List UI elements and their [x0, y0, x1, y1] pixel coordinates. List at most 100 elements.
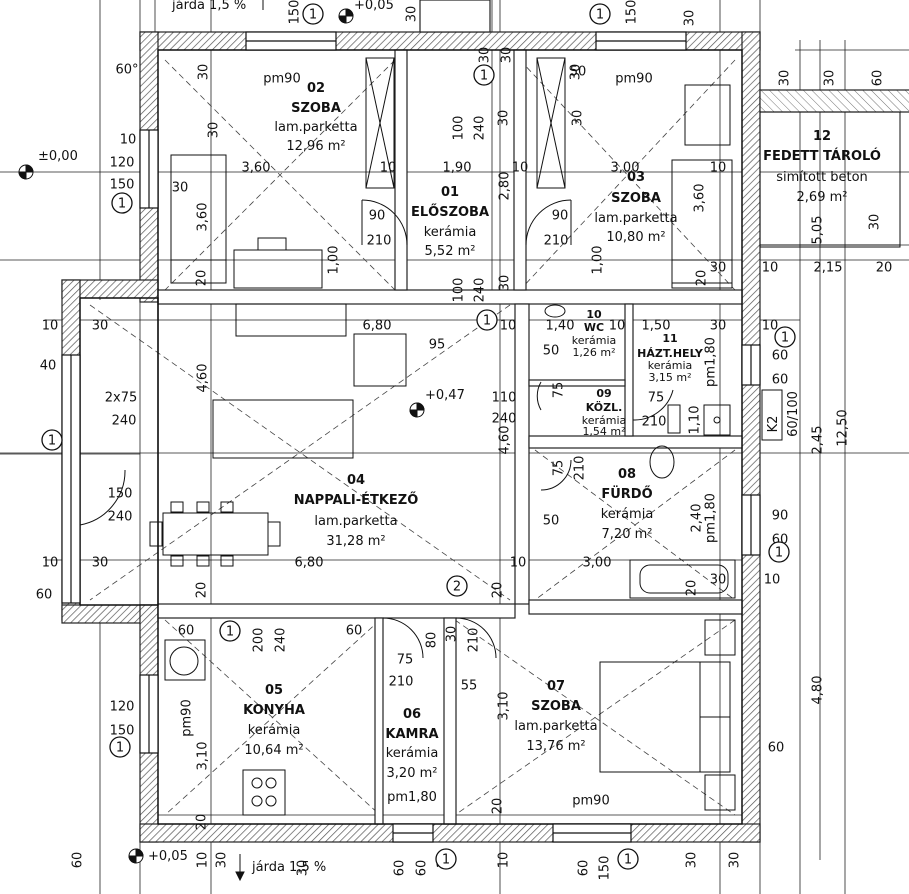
room-06-extra: pm1,80	[387, 790, 437, 805]
marker-circle-label: 1	[483, 314, 491, 329]
dimension-label: 100	[452, 116, 467, 141]
dimension-label: 30	[445, 626, 460, 643]
dimension-label: 80	[425, 632, 440, 649]
dimension-label: 240	[492, 412, 517, 427]
dimension-label: 20	[195, 582, 210, 599]
dimension-label: 60	[871, 70, 886, 87]
marker-circle-label: 1	[309, 8, 317, 23]
room-05-number: 05	[265, 683, 283, 698]
marker-circle-label: 1	[596, 8, 604, 23]
k2-label: K2	[766, 416, 781, 433]
dimension-label: 210	[389, 675, 414, 690]
dimension-label: 10	[500, 319, 517, 334]
dimension-label: 120	[110, 700, 135, 715]
dimension-label: pm90	[615, 72, 652, 87]
room-01-area: 5,52 m²	[425, 244, 476, 259]
dimension-label: 30	[215, 852, 230, 869]
level-markers	[18, 0, 425, 882]
room-12-number: 12	[813, 129, 831, 144]
dimension-label: 240	[473, 278, 488, 303]
room-07-name: SZOBA	[531, 699, 581, 714]
room-06-name: KAMRA	[385, 727, 438, 742]
room-02-floor: lam.parketta	[274, 120, 357, 135]
dimension-label: 240	[274, 628, 289, 653]
dimension-label: 1,10	[688, 406, 703, 435]
level-inside: +0,47	[425, 388, 465, 403]
room-11-area: 3,15 m²	[648, 371, 691, 384]
dimension-label: 3,10	[196, 742, 211, 771]
dimension-label: 240	[473, 116, 488, 141]
dimension-label: 30	[500, 47, 515, 64]
dimension-label: 30	[498, 275, 513, 292]
dimension-label: 240	[108, 510, 133, 525]
dimension-label: 6,80	[363, 319, 392, 334]
dimension-label: 30	[685, 852, 700, 869]
dimension-label: 60°	[115, 63, 138, 78]
room-07-area: 13,76 m²	[526, 739, 585, 754]
dimension-label: 3,10	[497, 692, 512, 721]
dimension-label: 10	[512, 161, 529, 176]
dimension-label: 20	[195, 814, 210, 831]
dimension-label: 60	[577, 860, 592, 877]
marker-circle: 1	[617, 848, 639, 870]
dimension-label: 1,00	[327, 246, 342, 275]
room-04-area: 31,28 m²	[326, 534, 385, 549]
room-08-floor: kerámia	[601, 507, 654, 522]
room-03-area: 10,80 m²	[606, 230, 665, 245]
room-08-area: 7,20 m²	[602, 527, 653, 542]
dimension-label: pm90	[263, 72, 300, 87]
dimension-label: 75	[397, 653, 414, 668]
room-01-floor: kerámia	[424, 225, 477, 240]
dimension-label: 10	[497, 852, 512, 869]
dimension-label: 20	[491, 582, 506, 599]
room-07-floor: lam.parketta	[514, 719, 597, 734]
dimension-label: 3,00	[611, 161, 640, 176]
dimension-label: 210	[467, 628, 482, 653]
dimension-label: 30	[728, 852, 743, 869]
dimension-label: 3,60	[242, 161, 271, 176]
room-04-number: 04	[347, 473, 365, 488]
dimension-label: 210	[642, 415, 667, 430]
dimension-label: 4,80	[811, 676, 826, 705]
marker-circle-label: 1	[781, 331, 789, 346]
dimension-label: 4,60	[196, 364, 211, 393]
marker-circle: 1	[473, 64, 495, 86]
marker-circle: 1	[768, 541, 790, 563]
marker-circle-label: 1	[775, 546, 783, 561]
room-12-floor: simított beton	[776, 170, 868, 185]
room-06-number: 06	[403, 707, 421, 722]
dimension-label: pm1,80	[704, 337, 719, 387]
dimension-label: 1,40	[546, 319, 575, 334]
dimension-label: 75	[552, 460, 567, 477]
dimension-label: 60	[36, 588, 53, 603]
dimension-label: 3,60	[196, 203, 211, 232]
marker-circle-label: 1	[442, 853, 450, 868]
dimension-label: 10	[762, 261, 779, 276]
dimension-label: 10	[42, 319, 59, 334]
dimension-label: 60	[415, 860, 430, 877]
dimension-label: 12,50	[836, 409, 851, 446]
dimension-label: 1,50	[642, 319, 671, 334]
dimension-label: 1,00	[591, 246, 606, 275]
marker-circle: 1	[476, 309, 498, 331]
dimension-label: 30	[778, 70, 793, 87]
windows	[61, 31, 761, 843]
room-04-floor: lam.parketta	[314, 514, 397, 529]
room-05-floor: kerámia	[248, 723, 301, 738]
dimension-label: 150	[110, 724, 135, 739]
dimension-label: 4,60	[498, 426, 513, 455]
dimension-label: 100	[452, 278, 467, 303]
dimension-label: 20	[876, 261, 893, 276]
dimension-label: 10	[764, 573, 781, 588]
level-bottom-walk: +0,05	[148, 849, 188, 864]
dimension-label: 3,60	[693, 184, 708, 213]
room-01-name: ELŐSZOBA	[411, 204, 489, 220]
dimension-label: pm90	[180, 699, 195, 736]
marker-circle-label: 1	[118, 197, 126, 212]
dimension-label: 20	[695, 270, 710, 287]
dimension-label: 200	[252, 628, 267, 653]
dimension-label: 30	[683, 10, 698, 27]
dimension-label: 95	[429, 338, 446, 353]
